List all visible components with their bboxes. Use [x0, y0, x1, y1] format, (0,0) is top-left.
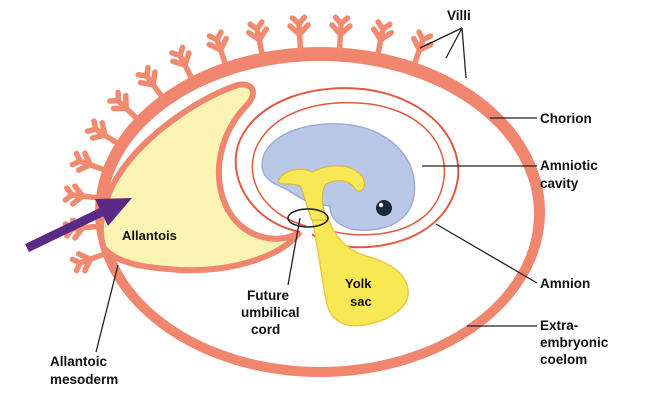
villus-branch — [172, 53, 180, 56]
villus-branch — [336, 17, 342, 23]
villus-branch — [293, 18, 299, 24]
label-future-umbilical-cord-line3: cord — [251, 322, 280, 337]
villus-branch — [210, 36, 218, 40]
villus-branch — [88, 129, 96, 131]
label-amniotic-cavity-line2: cavity — [540, 176, 579, 191]
villus-branch — [414, 39, 420, 51]
label-yolk-sac-line2: sac — [350, 294, 372, 309]
villus-branch — [250, 24, 257, 29]
label-allantoic-mesoderm-line2: mesoderm — [50, 372, 118, 387]
label-future-umbilical-cord-line1: Future — [247, 288, 289, 303]
label-extraembryonic-line1: Extra- — [540, 318, 578, 333]
embryo-eye-highlight — [379, 203, 383, 207]
villus-branch — [93, 135, 105, 138]
villus-branch — [138, 75, 146, 76]
villus-branch — [378, 22, 383, 29]
label-extraembryonic-line2: embryonic — [540, 335, 609, 350]
villus-branch — [141, 83, 154, 85]
villus-branch — [72, 161, 80, 165]
villus-branch — [65, 195, 72, 200]
label-allantoic-mesoderm-line1: Allantoic — [50, 354, 107, 369]
label-allantois: Allantois — [122, 228, 177, 243]
villus-branch — [173, 61, 185, 65]
label-extraembryonic-line3: coelom — [540, 352, 587, 367]
label-amniotic-cavity-line1: Amniotic — [540, 158, 598, 173]
label-amnion: Amnion — [540, 276, 590, 291]
embryo-head-eye — [376, 200, 392, 216]
villus-branch — [77, 263, 81, 271]
label-yolk-sac-line1: Yolk — [345, 276, 372, 291]
villus-branch — [419, 32, 423, 40]
label-chorion: Chorion — [540, 111, 592, 126]
label-villi: Villi — [447, 8, 471, 23]
villus-branch — [79, 165, 91, 170]
villus-branch — [374, 29, 381, 40]
label-future-umbilical-cord-line2: umbilical — [241, 305, 300, 320]
